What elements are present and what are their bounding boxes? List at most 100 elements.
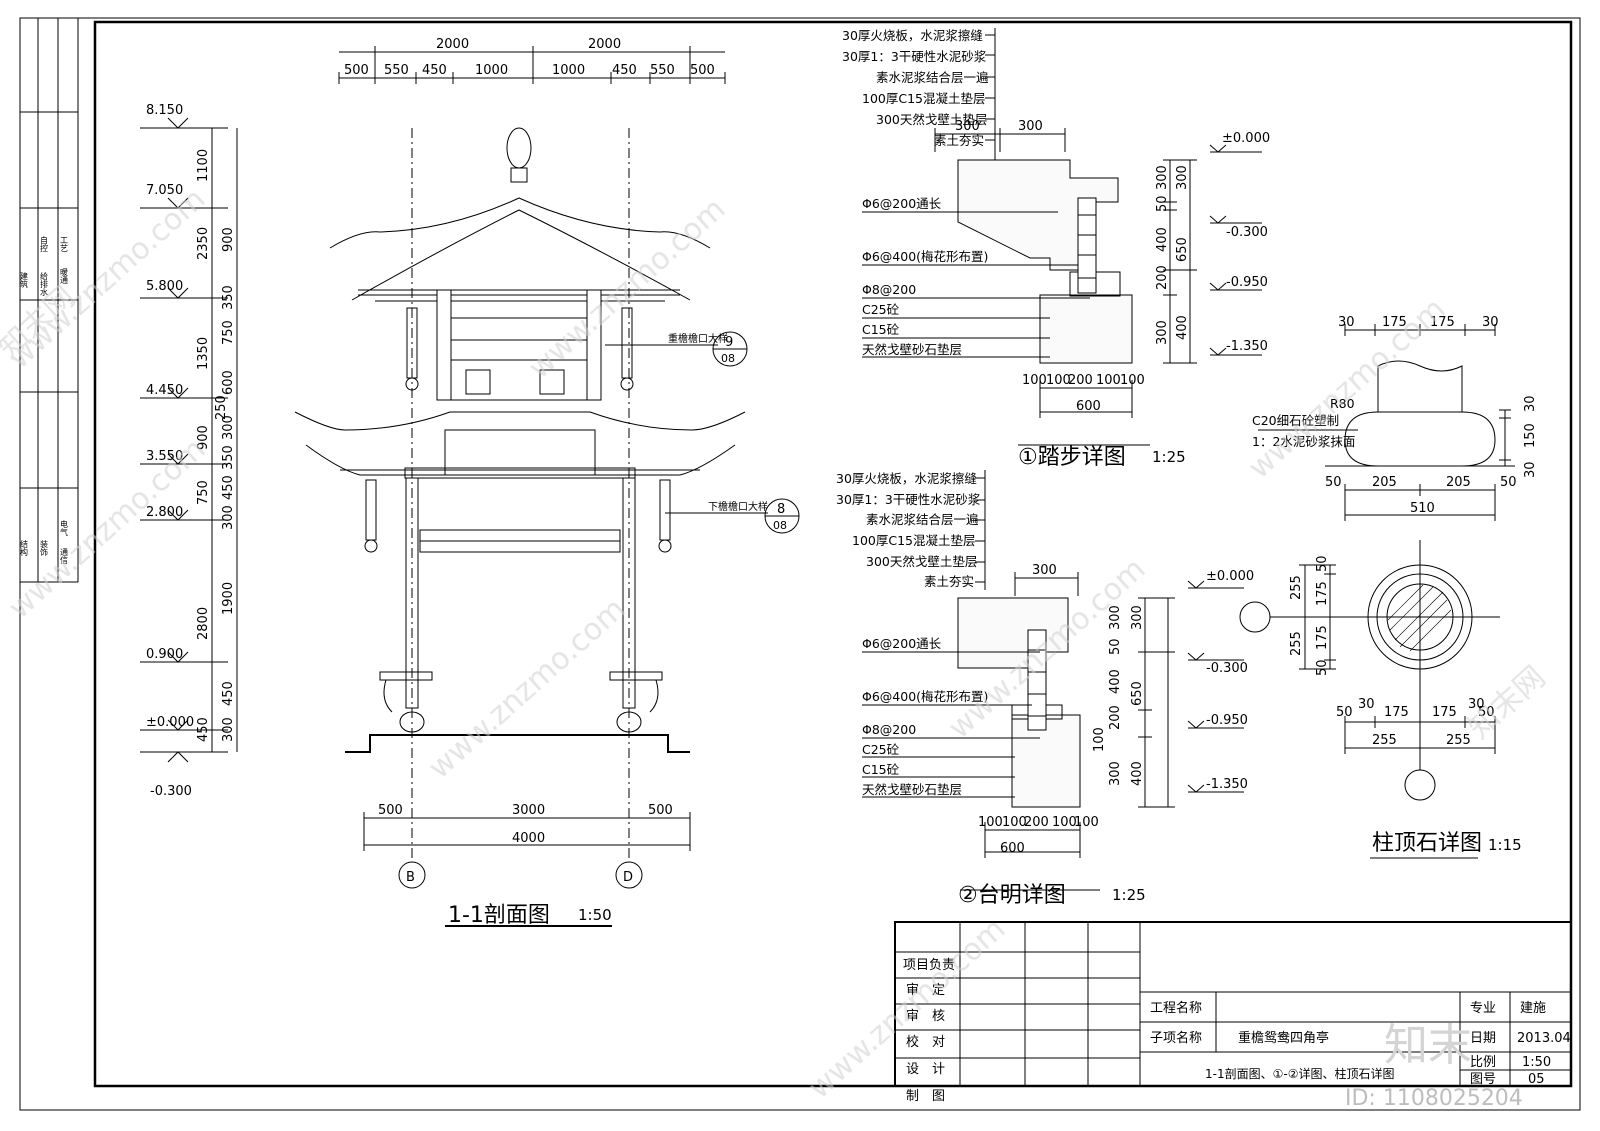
plat-layer-3: 素水泥浆结合层一遍 <box>866 512 979 527</box>
tb-sheet-value: 05 <box>1528 1072 1545 1087</box>
step-rdim-2: 50 <box>1155 195 1170 212</box>
plat-bdim-4: 100 <box>1052 815 1077 830</box>
step-level-4: -1.350 <box>1226 339 1268 354</box>
step-rdim-4: 200 <box>1155 265 1170 290</box>
cap-top-dim-2: 175 <box>1382 315 1407 330</box>
height-dim-a2: 2350 <box>196 227 211 260</box>
tb-discipline-label: 专业 <box>1470 1001 1496 1016</box>
cap-plan-in-2: 175 <box>1315 581 1330 606</box>
step-bdim-3: 200 <box>1068 373 1093 388</box>
height-dim-a15: 1900 <box>221 582 236 615</box>
cap-rdim-3: 30 <box>1523 461 1538 478</box>
title-block <box>894 921 1572 1087</box>
plat-layer-6: 素土夯实 <box>924 574 974 589</box>
sheet-frame <box>19 17 1581 1111</box>
bottom-total: 4000 <box>512 831 545 846</box>
tb-role-2: 审 定 <box>906 983 945 998</box>
level-9: -0.300 <box>150 784 192 799</box>
step-layer-1: 30厚火烧板，水泥浆擦缝 <box>842 28 983 43</box>
plat-label-6: 天然戈壁砂石垫层 <box>862 782 962 797</box>
plat-bdim-1: 100 <box>978 815 1003 830</box>
step-detail <box>862 28 1262 446</box>
strip-label-9: 通信 <box>60 547 69 565</box>
tb-role-4: 校 对 <box>906 1034 945 1050</box>
level-7: 0.900 <box>146 647 183 662</box>
plat-level-1: ±0.000 <box>1206 569 1254 584</box>
height-dim-a7: 600 <box>221 370 236 395</box>
cap-rdim-1: 30 <box>1523 395 1538 412</box>
tb-subitem-label: 子项名称 <box>1150 1030 1202 1046</box>
level-6: 2.800 <box>146 505 183 520</box>
step-label-6: 天然戈壁砂石垫层 <box>862 342 962 357</box>
sub-dim-5: 1000 <box>552 63 585 78</box>
plat-bdim-2: 100 <box>1002 815 1027 830</box>
plat-odim-1: 300 <box>1130 605 1145 630</box>
height-dim-a19: 300 <box>221 717 236 742</box>
cap-plan-b-2: 30 <box>1358 697 1375 712</box>
cap-mid-dim-4: 50 <box>1500 475 1517 490</box>
plat-odim-2: 650 <box>1130 681 1145 706</box>
callout-lower-num: 8 <box>777 502 785 517</box>
callout-lower-sheet: 08 <box>773 519 787 532</box>
column-cap-text: 30 175 175 30 R80 C20细石砼塑制 1：2水泥砂浆抹面 30 … <box>1252 315 1538 856</box>
plat-layer-5: 300天然戈壁土垫层 <box>866 554 977 569</box>
tb-date-label: 日期 <box>1470 1031 1496 1046</box>
sub-dim-8: 500 <box>690 63 715 78</box>
cap-plan-b-5: 30 <box>1468 697 1485 712</box>
height-dim-a10: 900 <box>196 425 211 450</box>
step-layer-5: 300天然戈壁土垫层 <box>876 112 987 127</box>
cap-top-dim-1: 30 <box>1338 315 1355 330</box>
strip-label-4: 暖通 <box>60 268 69 285</box>
top-dim-2: 2000 <box>588 37 621 52</box>
watermark-id: ID: 1108025204 <box>1345 1086 1523 1111</box>
step-label-1: Φ6@200通长 <box>862 196 942 211</box>
step-layer-2: 30厚1：3干硬性水泥砂浆 <box>842 49 987 64</box>
cap-title: 柱顶石详图 <box>1372 831 1482 856</box>
callout-upper-sheet: 08 <box>721 352 735 365</box>
cap-top-dim-3: 175 <box>1430 315 1455 330</box>
cap-plan-b-6: 50 <box>1478 705 1495 720</box>
step-level-3: -0.950 <box>1226 275 1268 290</box>
level-2: 7.050 <box>146 183 183 198</box>
sub-dim-7: 550 <box>650 63 675 78</box>
strip-label-8: 电气 <box>60 519 69 536</box>
plat-level-4: -1.350 <box>1206 777 1248 792</box>
plat-rdim-6: 300 <box>1108 761 1123 786</box>
axis-label-d: D <box>623 870 633 885</box>
section-scale: 1:50 <box>578 906 612 924</box>
strip-label-7: 装饰 <box>40 539 49 557</box>
plat-label-4: C25砼 <box>862 742 900 757</box>
step-scale: 1:25 <box>1152 448 1186 466</box>
step-label-4: C25砼 <box>862 302 900 317</box>
cap-mid-dim-2: 205 <box>1372 475 1397 490</box>
cap-plan-b-1: 50 <box>1336 705 1353 720</box>
cap-mid-dim-3: 205 <box>1446 475 1471 490</box>
plat-level-3: -0.950 <box>1206 713 1248 728</box>
watermark-2: www.znzmo.com <box>522 192 732 386</box>
plat-label-3: Φ8@200 <box>862 722 916 737</box>
cap-mid-total: 510 <box>1410 501 1435 516</box>
step-detail-text: 30厚火烧板，水泥浆擦缝 30厚1：3干硬性水泥砂浆 素水泥浆结合层一遍 100… <box>842 28 1270 470</box>
bottom-dim-2: 3000 <box>512 803 545 818</box>
tb-drawing-name: 1-1剖面图、①-②详图、柱顶石详图 <box>1205 1066 1394 1081</box>
tb-project-label: 工程名称 <box>1150 1000 1202 1016</box>
title-block-text: 项目负责 审 定 审 核 校 对 设 计 制 图 工程名称 子项名称 重檐鸳鸯四… <box>903 958 1571 1104</box>
plat-label-1: Φ6@200通长 <box>862 636 942 651</box>
section-1-1-text: 2000 2000 500 550 450 1000 1000 450 550 … <box>146 37 787 928</box>
sub-dim-4: 1000 <box>475 63 508 78</box>
plat-title: ②台明详图 <box>958 883 1066 908</box>
plat-bdim-5: 100 <box>1074 815 1099 830</box>
tb-scale-value: 1:50 <box>1522 1055 1551 1070</box>
height-dim-a8: 250 <box>214 395 229 420</box>
plat-rdim-1: 300 <box>1108 605 1123 630</box>
step-rdim-5: 300 <box>1155 320 1170 345</box>
strip-label-3: 工艺 <box>60 236 69 252</box>
height-dim-a5: 350 <box>221 285 236 310</box>
tb-role-1: 项目负责 <box>903 958 955 973</box>
tb-role-6: 制 图 <box>906 1089 945 1104</box>
tb-date-value: 2013.04 <box>1517 1031 1571 1046</box>
plat-bdim-3: 200 <box>1024 815 1049 830</box>
plat-rdim-2: 50 <box>1108 638 1123 655</box>
cap-note-2: 1：2水泥砂浆抹面 <box>1252 434 1355 449</box>
